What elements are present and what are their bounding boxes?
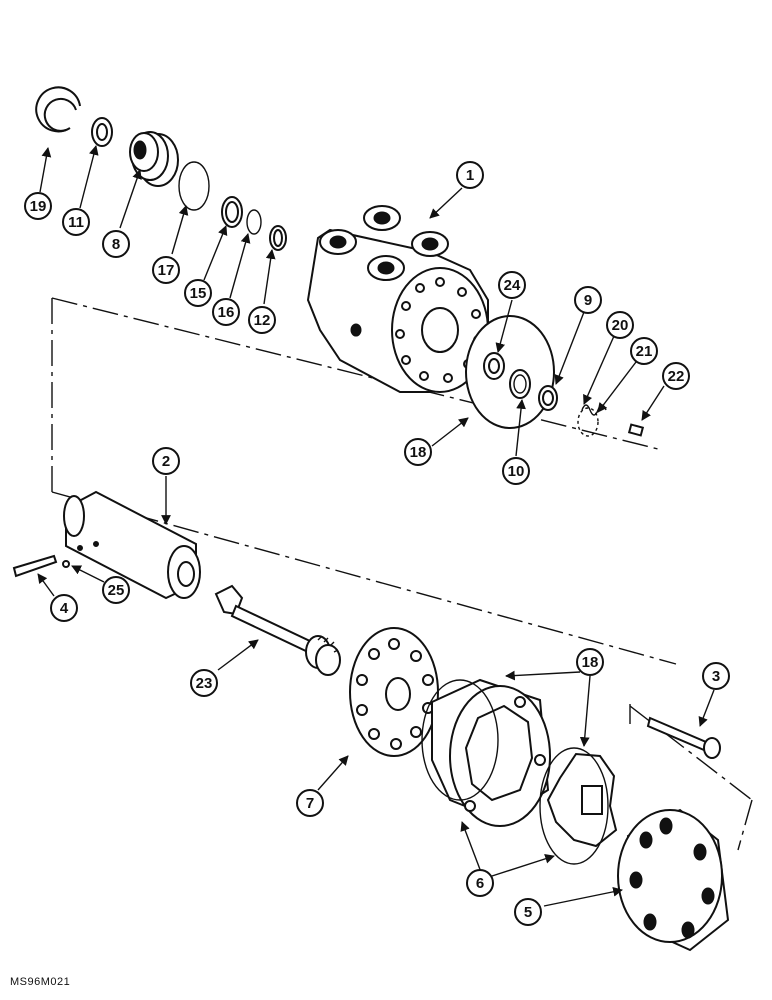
washer-part-24: [483, 352, 505, 380]
pin-part-4: [12, 554, 58, 578]
callout-10: 10: [502, 457, 530, 485]
washer-part-11: [91, 117, 113, 147]
svg-text:4: 4: [60, 600, 69, 617]
callout-19: 19: [24, 192, 52, 220]
ring-part-12: [269, 225, 287, 251]
svg-text:19: 19: [30, 198, 47, 215]
callout-7: 7: [296, 789, 324, 817]
callout-5: 5: [514, 898, 542, 926]
callout-24: 24: [498, 271, 526, 299]
svg-text:24: 24: [504, 277, 521, 294]
callout-25: 25: [102, 576, 130, 604]
callout-9: 9: [574, 286, 602, 314]
svg-text:18: 18: [410, 444, 427, 461]
svg-text:11: 11: [68, 214, 84, 231]
valve-housing-part-1: [306, 205, 489, 393]
o-ring-part-18-lower: [421, 679, 499, 801]
svg-text:22: 22: [668, 368, 685, 385]
gasket-part-18-right: [539, 747, 609, 865]
svg-text:8: 8: [112, 236, 120, 253]
figure-code: MS96M021: [10, 976, 71, 988]
key-part-22: [627, 423, 645, 437]
gerotor-ring-part-6: [431, 678, 551, 827]
sleeve-part-2: [63, 490, 201, 600]
svg-text:3: 3: [712, 668, 720, 685]
svg-text:10: 10: [508, 463, 525, 480]
callout-16: 16: [212, 298, 240, 326]
callout-18-upper: 18: [404, 438, 432, 466]
svg-text:2: 2: [162, 453, 170, 470]
seal-part-15: [221, 196, 243, 228]
svg-text:23: 23: [196, 675, 213, 692]
svg-text:15: 15: [190, 285, 207, 302]
end-cap-part-5: [617, 808, 730, 952]
callout-3: 3: [702, 662, 730, 690]
callout-12: 12: [248, 306, 276, 334]
ring-part-16: [246, 209, 262, 235]
svg-text:5: 5: [524, 904, 532, 921]
callout-2: 2: [152, 447, 180, 475]
callout-11: 11: [62, 208, 90, 236]
svg-text:7: 7: [306, 795, 314, 812]
o-ring-part-17: [178, 161, 210, 211]
spring-part-20-21: [577, 404, 607, 437]
callout-6: 6: [466, 869, 494, 897]
svg-text:18: 18: [582, 654, 599, 671]
spacer-plate-part-7: [349, 627, 439, 757]
svg-text:9: 9: [584, 292, 592, 309]
svg-text:1: 1: [466, 167, 474, 184]
callout-1: 1: [456, 161, 484, 189]
callout-4: 4: [50, 594, 78, 622]
snap-ring-part-19: [35, 86, 81, 133]
drive-shaft-part-23: [214, 584, 341, 676]
gasket-part-18-upper: [465, 315, 555, 429]
bolt-part-3: [629, 704, 721, 759]
svg-text:12: 12: [254, 312, 271, 329]
svg-text:17: 17: [158, 262, 175, 279]
callout-20: 20: [606, 311, 634, 339]
callout-17: 17: [152, 256, 180, 284]
svg-text:21: 21: [636, 343, 653, 360]
callout-22: 22: [662, 362, 690, 390]
svg-text:16: 16: [218, 304, 235, 321]
svg-text:6: 6: [476, 875, 484, 892]
bearing-part-10: [509, 369, 531, 399]
svg-text:25: 25: [108, 582, 125, 599]
callout-18-lower: 18: [576, 648, 604, 676]
callout-15: 15: [184, 279, 212, 307]
callout-8: 8: [102, 230, 130, 258]
svg-text:20: 20: [612, 317, 629, 334]
callout-21: 21: [630, 337, 658, 365]
callout-23: 23: [190, 669, 218, 697]
callouts: 1 2 3 4 5 6 7 8: [24, 161, 730, 926]
washer-part-9: [538, 385, 558, 411]
gerotor-star-part-6: [546, 752, 618, 848]
assembly-centerlines: [51, 297, 753, 851]
leader-lines: [37, 145, 715, 907]
ball-part-25: [62, 560, 70, 568]
gland-part-8: [129, 131, 179, 187]
